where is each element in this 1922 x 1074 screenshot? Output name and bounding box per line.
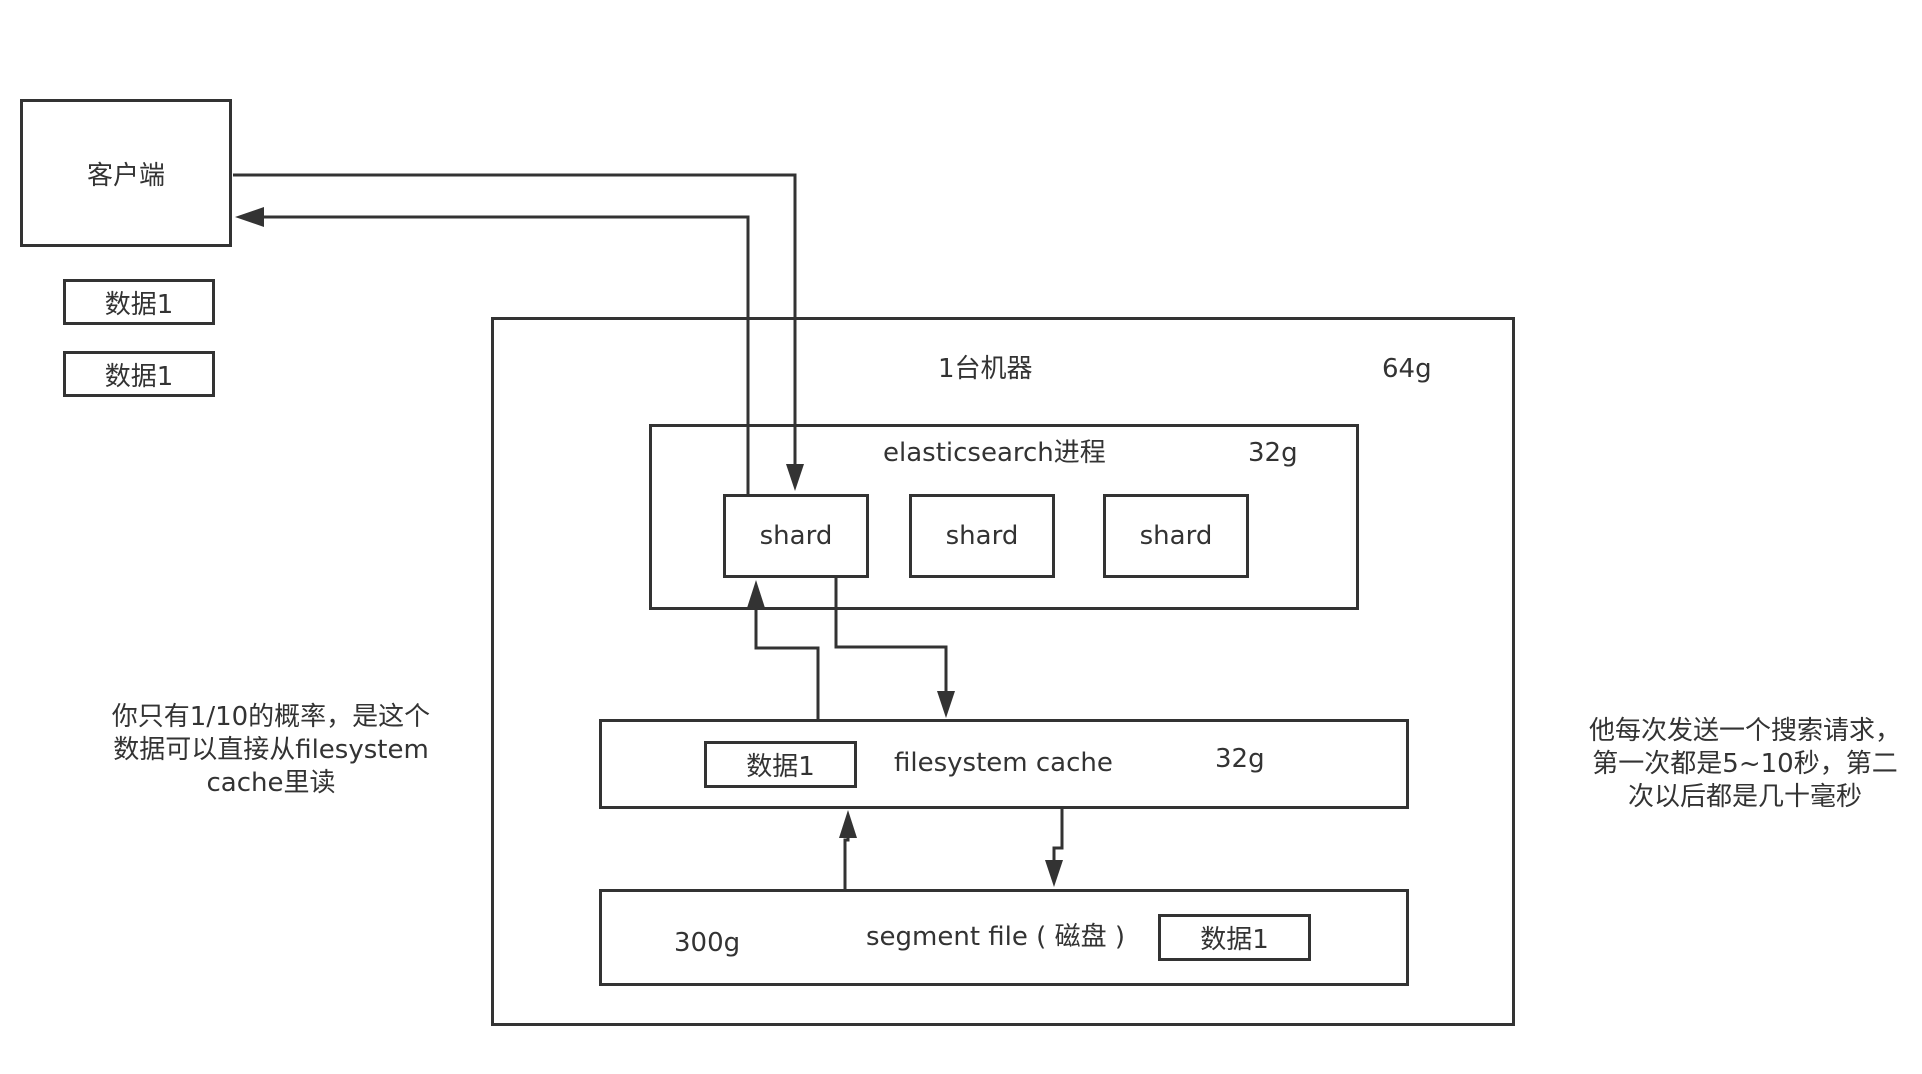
es-process-memory: 32g [1248,438,1298,468]
shard-1: shard [723,494,869,578]
left-note: 你只有1/10的概率，是这个 数据可以直接从filesystem cache里读 [66,701,476,800]
fs-cache-record: 数据1 [704,741,857,788]
shard-3-label: shard [1139,521,1213,551]
es-process-label: elasticsearch进程 [883,438,1106,468]
client-box: 客户端 [20,99,232,247]
fs-cache-label: filesystem cache [894,748,1113,778]
shard-2: shard [909,494,1055,578]
fs-cache-record-label: 数据1 [746,752,815,782]
client-record-2: 数据1 [63,351,215,397]
right-note-line-1: 他每次发送一个搜索请求， [1588,716,1901,746]
left-note-line-3: cache里读 [206,768,336,798]
right-note-line-2: 第一次都是5~10秒，第二 [1592,749,1898,779]
fs-cache-memory: 32g [1215,744,1265,774]
response-arrowhead [235,207,264,227]
shard-1-label: shard [759,521,833,551]
client-record-2-label: 数据1 [104,361,174,392]
right-note-line-3: 次以后都是几十毫秒 [1627,782,1862,812]
segment-label: segment file ( 磁盘 ) [866,922,1125,952]
left-note-line-1: 你只有1/10的概率，是这个 [111,702,431,732]
shard-2-label: shard [945,521,1019,551]
segment-record-label: 数据1 [1200,925,1269,955]
segment-size: 300g [674,928,741,958]
machine-memory: 64g [1382,354,1432,384]
segment-record: 数据1 [1158,914,1311,961]
right-note: 他每次发送一个搜索请求， 第一次都是5~10秒，第二 次以后都是几十毫秒 [1570,715,1920,814]
client-record-1-label: 数据1 [104,289,174,320]
client-record-1: 数据1 [63,279,215,325]
machine-label: 1台机器 [938,354,1033,384]
left-note-line-2: 数据可以直接从filesystem [113,735,429,765]
shard-3: shard [1103,494,1249,578]
client-label: 客户端 [86,160,165,191]
